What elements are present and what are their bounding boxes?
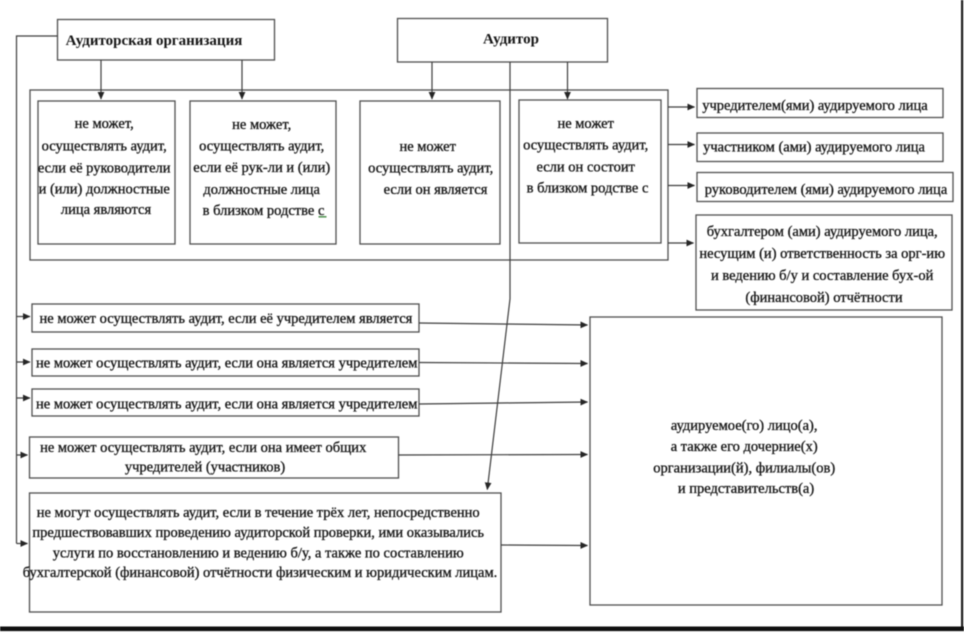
svg-text:не может осуществлять аудит, е: не может осуществлять аудит, если её учр… — [40, 311, 413, 327]
svg-text:учредителем(ями) аудируемого л: учредителем(ями) аудируемого лица — [702, 98, 928, 114]
svg-text:не может, осуществлять ауд: не может, осуществлять аудит, если её ру… — [193, 117, 334, 219]
svg-text:Аудитор: Аудитор — [483, 32, 539, 48]
svg-text:не могут осуществлять аудит, е: не могут осуществлять аудит, если в тече… — [23, 505, 498, 581]
svg-text:Аудиторская организация: Аудиторская организация — [66, 33, 243, 49]
svg-text:не может осуществлять аудит,: не может осуществлять аудит, если она им… — [40, 440, 370, 476]
svg-text:руководителем (ями) аудируемог: руководителем (ями) аудируемого лица — [705, 182, 948, 198]
svg-text:не может осуществлять ауди: не может осуществлять аудит, если он явл… — [368, 139, 497, 198]
svg-text:не может осуществлять аудит,: не может осуществлять аудит, если она яв… — [36, 356, 417, 372]
svg-text:бухгалтером (ами) аудируемого: бухгалтером (ами) аудируемого лица, несу… — [699, 224, 948, 306]
svg-text:не может осуществлять аудит,: не может осуществлять аудит, если она яв… — [36, 397, 417, 413]
svg-text:не может осуществлять ауди: не может осуществлять аудит, если он сос… — [523, 116, 652, 197]
svg-text:не может, осуществлять ауд: не может, осуществлять аудит, если её ру… — [38, 116, 174, 218]
svg-text:аудируемое(го) лицо(а), а: аудируемое(го) лицо(а), а также его доче… — [653, 418, 839, 497]
svg-text:участником (ами) аудируемого л: участником (ами) аудируемого лица — [703, 140, 925, 156]
